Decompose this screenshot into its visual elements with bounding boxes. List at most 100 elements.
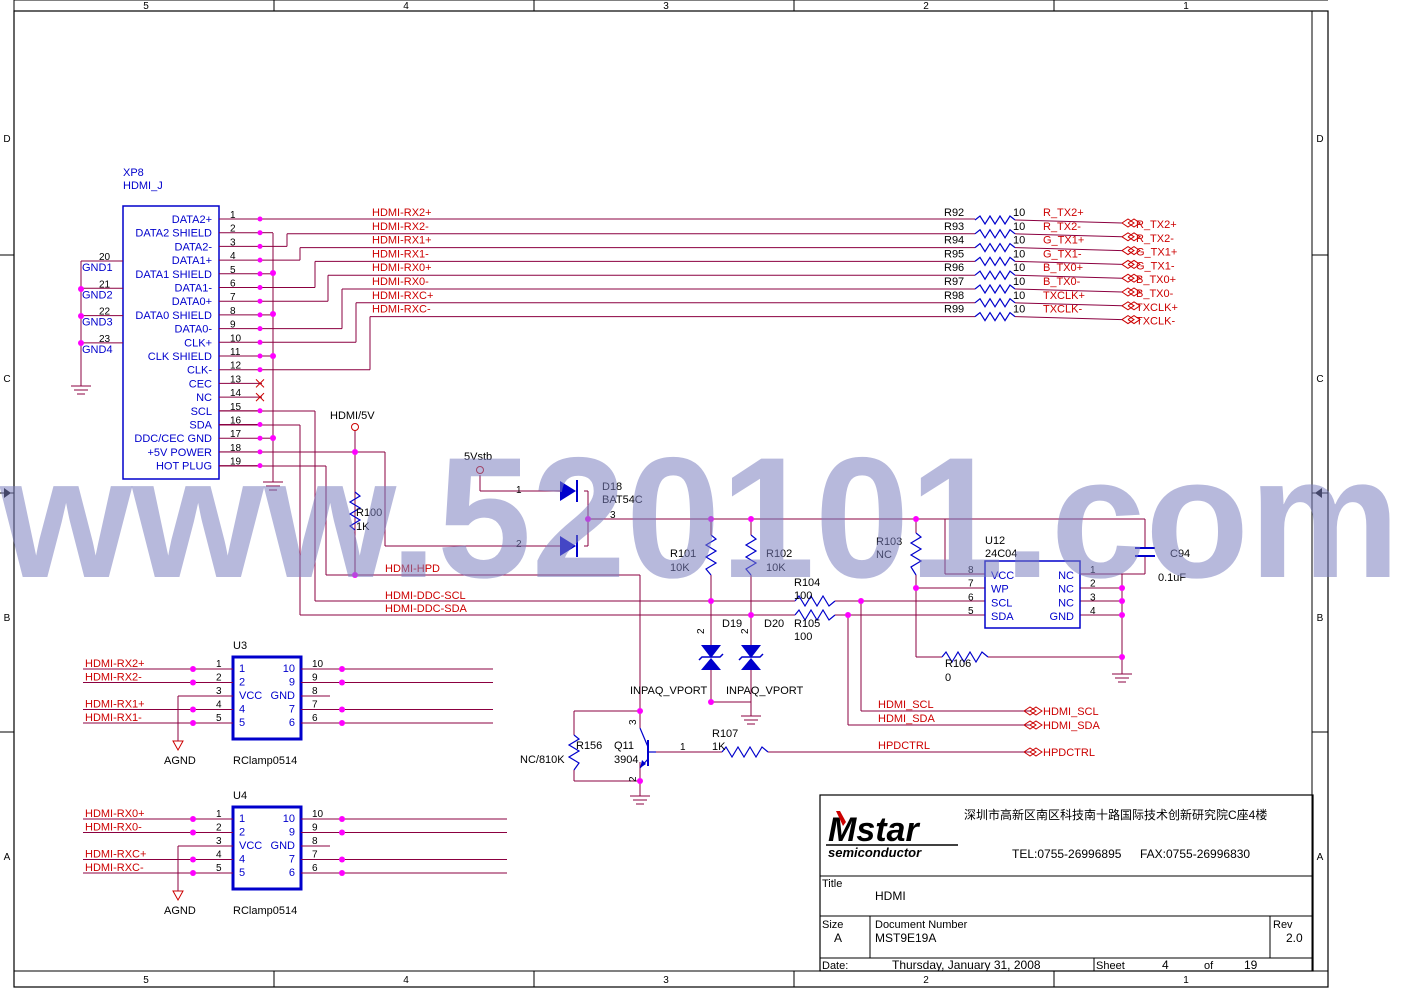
xp8-pin-name: DATA2 SHIELD (135, 228, 212, 240)
junction-dots (78, 216, 1125, 784)
tx-port-label: B_TX0- (1136, 288, 1174, 300)
port-hdmi-sda: HDMI_SDA (1043, 720, 1101, 732)
series-resistor-value: 10 (1013, 248, 1025, 260)
u12-right-pin-number: 3 (1090, 592, 1096, 603)
series-resistor-ref: R99 (944, 304, 964, 316)
sheet-date: Thursday, January 31, 2008 (892, 958, 1041, 972)
c94-value: 0.1uF (1158, 572, 1186, 584)
of-label: of (1204, 960, 1214, 972)
rev-label: Rev (1273, 919, 1293, 931)
xp8-pin-name: +5V POWER (148, 447, 213, 459)
r156-value: NC/810K (520, 754, 565, 766)
resistor-r102: R102 10K (744, 534, 792, 576)
c94-ref: C94 (1170, 548, 1190, 560)
xp8-pin-name: DATA0- (175, 324, 213, 336)
row-label-c-right: C (1316, 374, 1323, 385)
frame-markers (4, 488, 1322, 498)
clamp-inner-right: 7 (289, 854, 295, 866)
tel-number: TEL:0755-26996895 (1012, 847, 1122, 861)
clamp-net-label: HDMI-RX1- (85, 712, 142, 724)
u12-right-pin-name: NC (1058, 584, 1074, 596)
xp8-pin-number: 19 (230, 457, 242, 468)
q11-ref: Q11 (614, 740, 634, 752)
u12-value: 24C04 (985, 548, 1017, 560)
rx-net-label: HDMI-RX2+ (372, 207, 432, 219)
xp8-pin-number: 15 (230, 402, 242, 413)
ddc-net-labels: HDMI-HPD HDMI-DDC-SCL HDMI-DDC-SDA HDMI_… (385, 563, 936, 752)
row-label-d-right: D (1316, 134, 1323, 145)
clamp-net-label: HDMI-RXC+ (85, 849, 146, 861)
rx-wiring (260, 218, 975, 371)
clamp-left-pin: 5 (216, 863, 222, 874)
clamp-inner-right: GND (271, 840, 296, 852)
title-label: Title (822, 878, 842, 890)
clamp-left-pin: 1 (216, 809, 222, 820)
rx-net-labels: HDMI-RX2+HDMI-RX2-HDMI-RX1+HDMI-RX1-HDMI… (372, 207, 433, 316)
series-resistor-zigzag (974, 256, 1016, 267)
r101-ref: R101 (670, 548, 696, 560)
series-resistor-ref: R92 (944, 207, 964, 219)
clamp-right-pin: 6 (312, 863, 318, 874)
clamp-net-label: HDMI-RX2+ (85, 658, 145, 670)
resistor-r103: R103 NC (876, 532, 923, 576)
series-resistor-ref: R94 (944, 235, 964, 247)
clamp-inner-right: 9 (289, 677, 295, 689)
clamp-inner-right: 10 (283, 813, 295, 825)
d20-value: INPAQ_VPORT (726, 685, 804, 697)
r106-value: 0 (945, 672, 951, 684)
u12-right-pin-name: GND (1050, 611, 1075, 623)
series-resistor-ref: R96 (944, 262, 964, 274)
col-label-5: 5 (143, 1, 149, 12)
row-label-b: B (4, 613, 11, 624)
d19-value: INPAQ_VPORT (630, 685, 708, 697)
u12-ref: U12 (985, 535, 1005, 547)
clamp-left-pin: 3 (216, 836, 222, 847)
tx-net-label: G_TX1- (1043, 248, 1082, 260)
clamp-net-label: HDMI-RX1+ (85, 699, 145, 711)
clamp-left-pin: 2 (216, 673, 222, 684)
series-resistor-zigzag (974, 297, 1016, 308)
d18-value: BAT54C (602, 494, 643, 506)
r104-value: 100 (794, 590, 812, 602)
tvs-diode-d19: 2 D19 INPAQ_VPORT (630, 618, 742, 697)
resistor-r104: R104 100 (794, 577, 836, 608)
clamp-right-pin: 9 (312, 673, 318, 684)
xp8-pin-number: 12 (230, 361, 242, 372)
r105-value: 100 (794, 631, 812, 643)
xp8-pin-name: CLK- (187, 365, 212, 377)
net-hpdctrl: HPDCTRL (878, 740, 930, 752)
clamp-right-pin: 9 (312, 823, 318, 834)
d18-pin3: 3 (610, 510, 616, 521)
tx-net-label: R_TX2- (1043, 221, 1081, 233)
docnum-label: Document Number (875, 919, 968, 931)
clamp-net-label: HDMI-RXC- (85, 862, 144, 874)
series-resistor-ref: R98 (944, 290, 964, 302)
d18-ref: D18 (602, 481, 622, 493)
xp8-pin-number: 11 (230, 347, 241, 358)
clamp-net-label: HDMI-RX0+ (85, 808, 145, 820)
col-label-3: 3 (663, 1, 669, 12)
clamp-right-pin: 10 (312, 659, 324, 670)
resistor-r100: R100 1K (348, 491, 382, 533)
clamp-inner-left: 4 (239, 704, 245, 716)
xp8-pin-name: DATA1+ (172, 255, 212, 267)
clamp-net-label: HDMI-RX2- (85, 672, 142, 684)
xp8-pin-number: 8 (230, 306, 236, 317)
clamp-right-pin: 8 (312, 686, 318, 697)
r107-ref: R107 (712, 728, 738, 740)
tx-port-label: TXCLK- (1136, 316, 1175, 328)
series-resistor-value: 10 (1013, 276, 1025, 288)
xp8-pin-name: HOT PLUG (156, 461, 212, 473)
clamp-right-pin: 8 (312, 836, 318, 847)
u12-left-pin-name: WP (991, 584, 1009, 596)
xp8-gnd-number: 22 (99, 307, 111, 318)
xp8-pin-number: 4 (230, 251, 236, 262)
tx-net-label: B_TX0+ (1043, 262, 1083, 274)
xp8-pin-number: 2 (230, 224, 236, 235)
xp8-pin-name: DATA0 SHIELD (135, 310, 212, 322)
clamp-left-pin: 5 (216, 713, 222, 724)
row-label-b-right: B (1317, 613, 1324, 624)
clamp-inner-right: 6 (289, 717, 295, 729)
net-hdmi-ddc-sda: HDMI-DDC-SDA (385, 603, 468, 615)
